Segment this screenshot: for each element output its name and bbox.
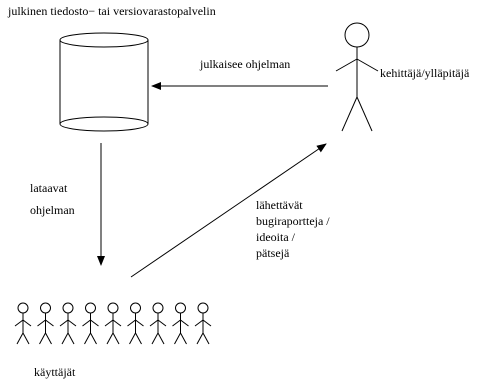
developer-label: kehittäjä/ylläpitäjä bbox=[380, 66, 470, 80]
developer-figure-icon bbox=[335, 22, 379, 132]
user-figure-icon bbox=[172, 302, 189, 345]
feedback-label-line3: ideoita / bbox=[256, 230, 295, 244]
user-figure-icon bbox=[82, 302, 99, 345]
user-figure-icon bbox=[127, 302, 144, 345]
server-cylinder-icon bbox=[59, 32, 149, 132]
publish-arrow-label: julkaisee ohjelman bbox=[200, 57, 291, 71]
user-figure-icon bbox=[194, 302, 212, 345]
feedback-label-line2: bugiraportteja / bbox=[256, 214, 330, 228]
users-group bbox=[14, 302, 212, 345]
user-figure-icon bbox=[149, 302, 167, 345]
feedback-label-line4: pätsejä bbox=[256, 246, 290, 260]
user-figure-icon bbox=[104, 302, 122, 345]
users-label: käyttäjät bbox=[34, 365, 76, 379]
download-label-line2: ohjelman bbox=[30, 203, 75, 217]
download-label-line1: lataavat bbox=[30, 181, 68, 195]
feedback-arrow bbox=[130, 143, 327, 278]
user-figure-icon bbox=[59, 302, 77, 345]
feedback-label-line1: lähettävät bbox=[256, 198, 303, 212]
server-label: julkinen tiedosto− tai versiovarastopalv… bbox=[8, 4, 216, 18]
user-figure-icon bbox=[37, 302, 54, 345]
user-figure-icon bbox=[14, 302, 32, 345]
